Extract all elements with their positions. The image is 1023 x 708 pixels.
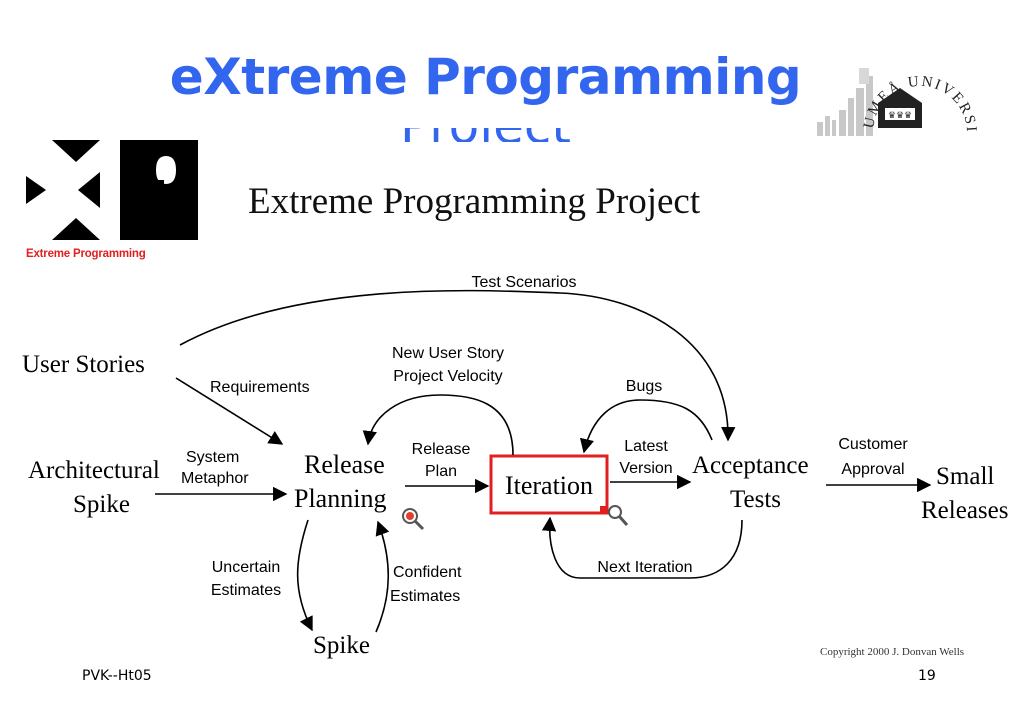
- edge-label-estimates-confident: Estimates: [390, 588, 460, 605]
- edge-label-release: Release: [412, 441, 471, 458]
- node-small-releases-line2: Releases: [921, 497, 1008, 524]
- magnifier-icon: [600, 505, 629, 526]
- node-acceptance-tests-line2: Tests: [730, 486, 781, 513]
- edge-new-user-story: [362, 394, 514, 456]
- edge-uncertain-estimates: [296, 519, 313, 632]
- edge-label-confident: Confident: [393, 564, 462, 581]
- slide-title-remnant: Project: [0, 128, 1023, 142]
- node-release-planning-line1: Release: [304, 450, 385, 479]
- edge-label-latest: Latest: [624, 438, 668, 455]
- edge-label-new-user-story: New User Story: [392, 345, 504, 362]
- node-iteration: Iteration: [505, 471, 593, 500]
- edge-label-metaphor: Metaphor: [181, 470, 249, 487]
- svg-text:♛♛♛: ♛♛♛: [888, 110, 912, 120]
- edge-label-system: System: [186, 449, 239, 466]
- node-acceptance-tests-line1: Acceptance: [692, 452, 809, 479]
- edge-label-uncertain: Uncertain: [212, 559, 280, 576]
- slide-title-remnant-text: Project: [400, 128, 571, 142]
- diagram-title: Extreme Programming Project: [248, 181, 701, 222]
- copyright-notice: Copyright 2000 J. Donvan Wells: [820, 646, 965, 658]
- edge-requirements: [175, 377, 284, 445]
- xp-logo: Extreme Programming: [26, 140, 198, 262]
- magnifier-icon: [402, 508, 425, 531]
- edge-label-customer: Customer: [838, 436, 908, 453]
- skyline-icon: [817, 68, 873, 136]
- edge-bugs: [579, 399, 713, 454]
- node-iteration-box: [489, 454, 609, 515]
- edge-label-next-iteration: Next Iteration: [597, 559, 692, 576]
- page-number: 19: [918, 668, 936, 684]
- edge-label-test-scenarios: Test Scenarios: [472, 274, 577, 291]
- slide-title: eXtreme Programming: [169, 48, 802, 106]
- edge-label-bugs: Bugs: [626, 378, 662, 395]
- university-logo: UMEÅ UNIVERSITET ♛♛♛: [815, 58, 977, 136]
- edge-test-scenarios: [179, 289, 736, 442]
- node-user-stories: User Stories: [22, 351, 145, 378]
- edge-label-requirements: Requirements: [210, 379, 310, 396]
- node-architectural-spike-line2: Spike: [73, 491, 130, 518]
- xp-logo-icon: [26, 140, 198, 240]
- edge-label-estimates-uncertain: Estimates: [211, 582, 281, 599]
- edge-label-plan: Plan: [425, 463, 457, 480]
- node-small-releases-line1: Small: [936, 463, 994, 490]
- node-spike: Spike: [313, 632, 370, 659]
- node-architectural-spike-line1: Architectural: [28, 457, 160, 484]
- footer-course-code: PVK--Ht05: [82, 668, 152, 684]
- edge-label-version: Version: [619, 460, 672, 477]
- xp-logo-text: Extreme Programming: [26, 248, 146, 260]
- edge-label-project-velocity: Project Velocity: [393, 368, 502, 385]
- node-release-planning-line2: Planning: [294, 484, 386, 513]
- edge-next-iteration: [541, 516, 743, 579]
- house-icon: ♛♛♛: [878, 88, 922, 128]
- edge-confident-estimates: [375, 520, 390, 633]
- edge-label-approval: Approval: [841, 461, 904, 478]
